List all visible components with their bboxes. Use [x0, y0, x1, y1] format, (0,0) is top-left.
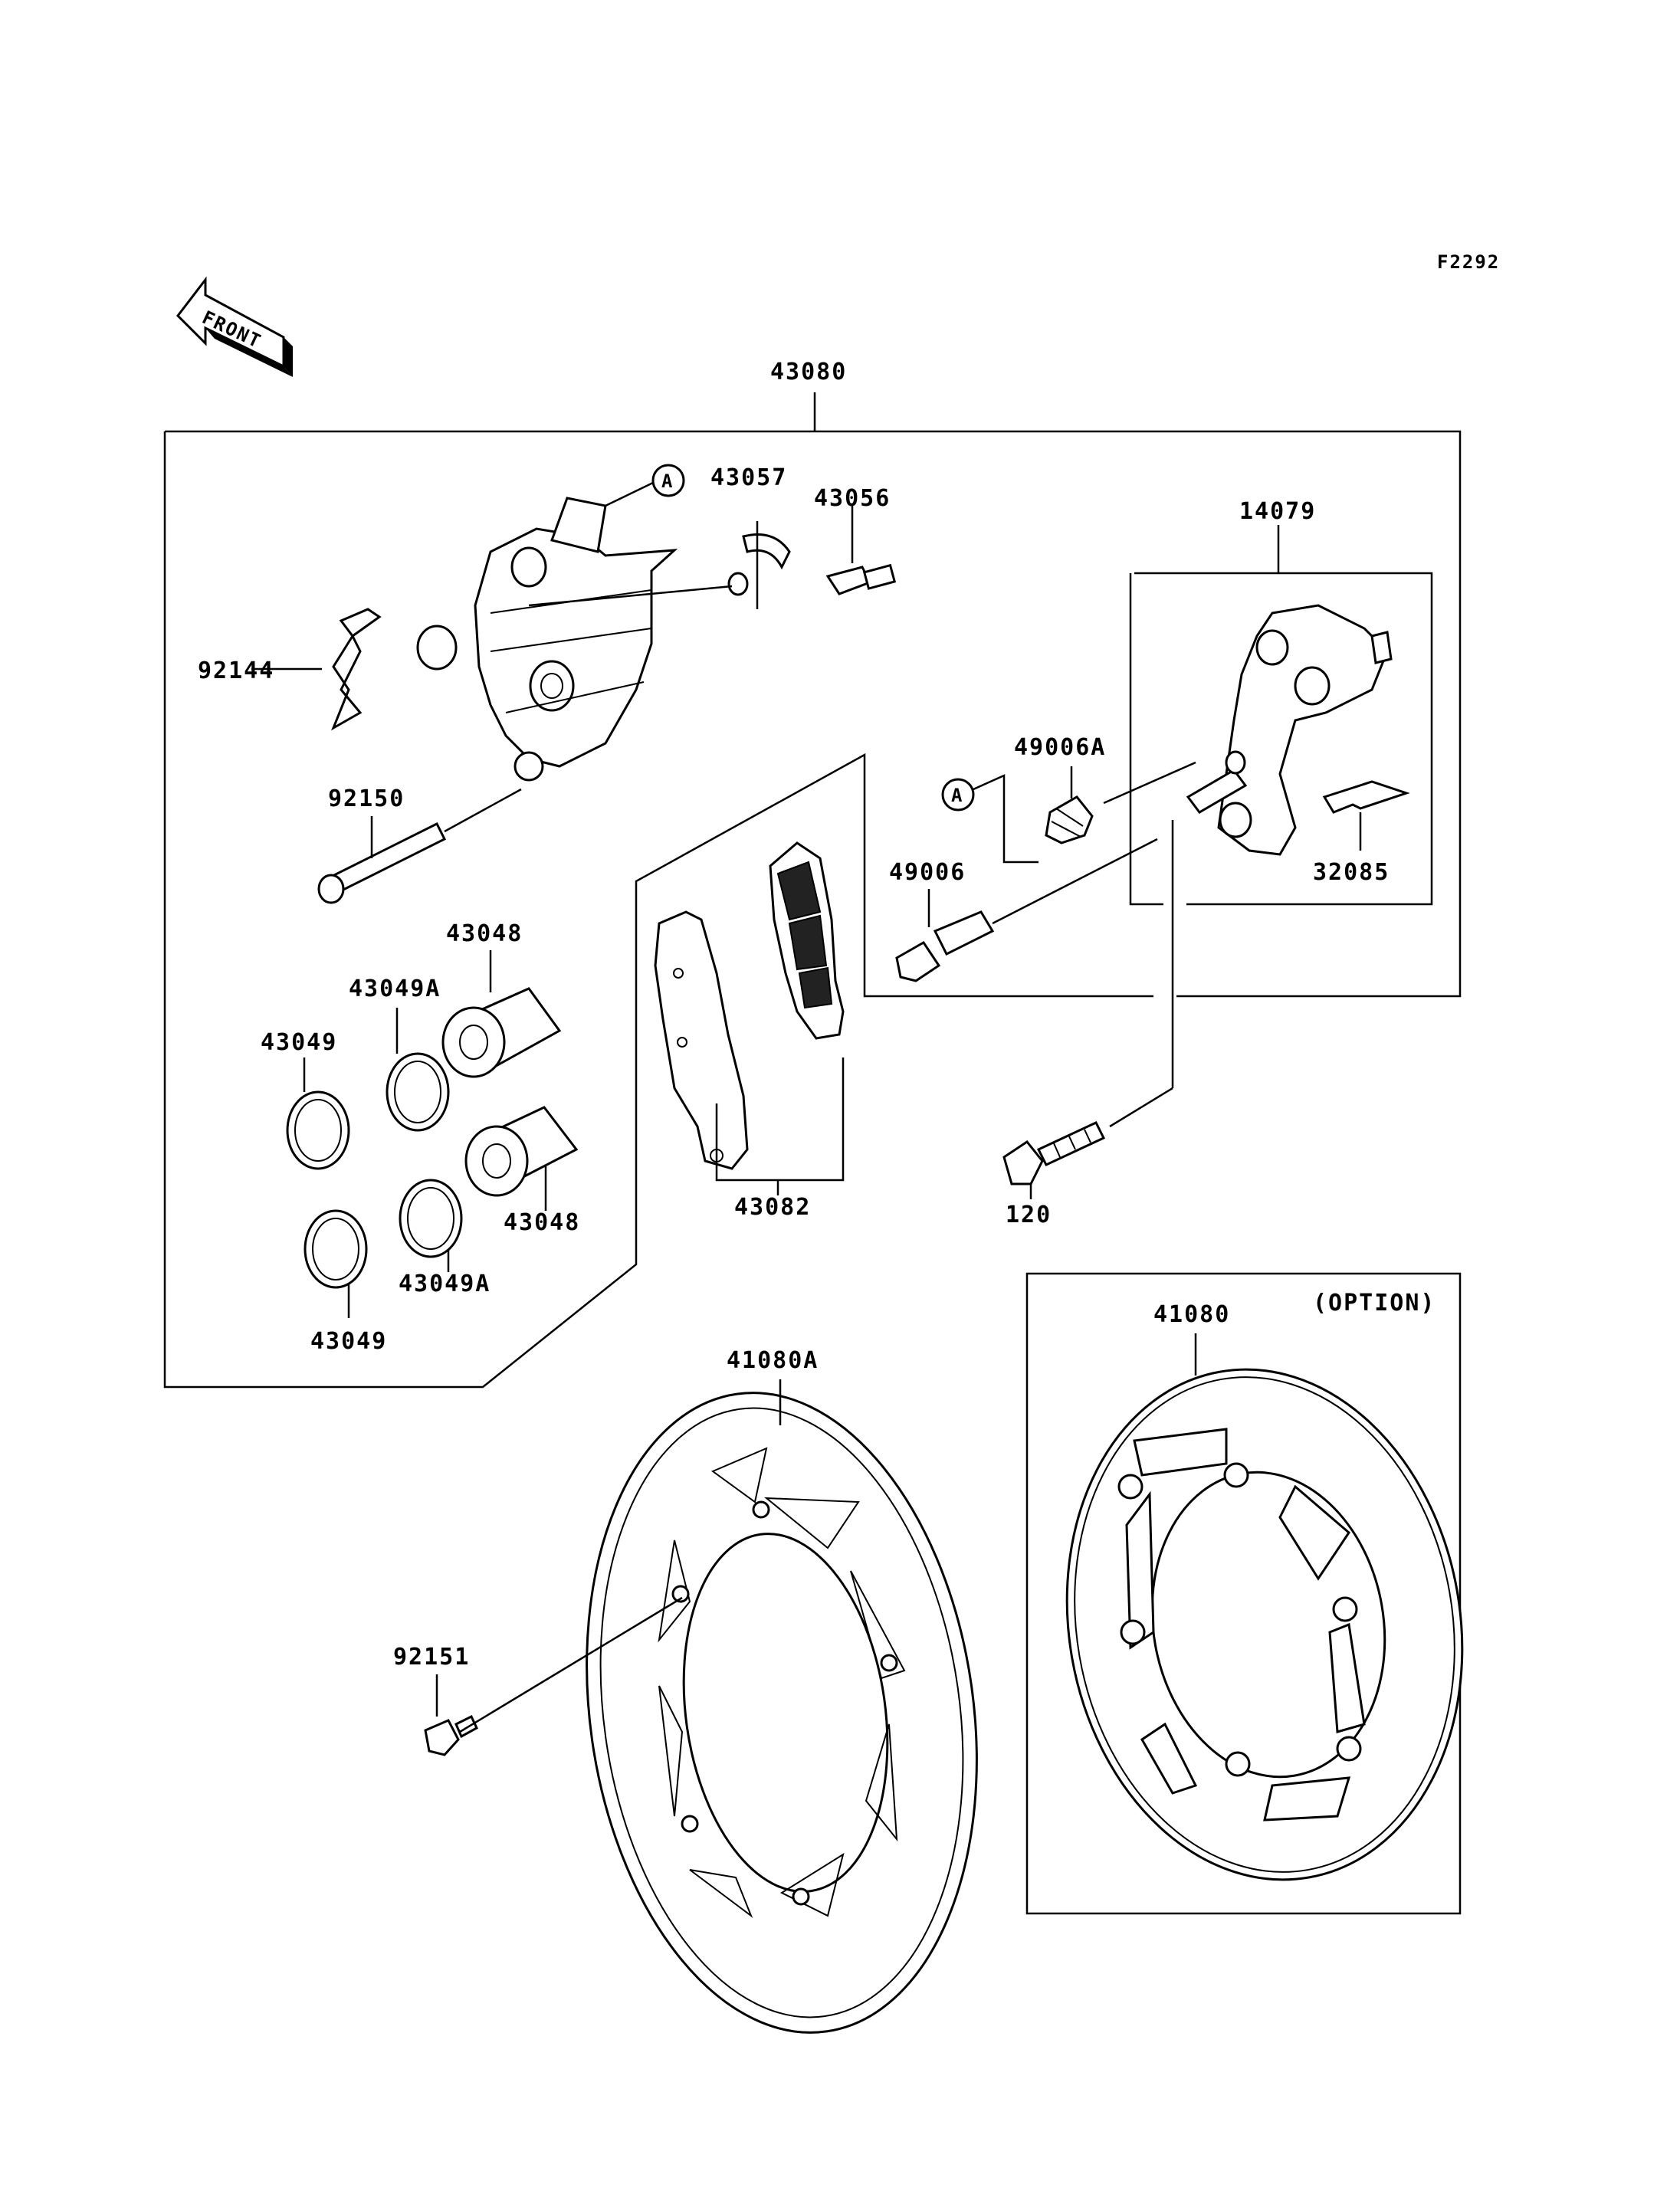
caliper-assembly-frame	[163, 392, 1462, 1389]
part-92150-pad-pin	[317, 788, 522, 904]
label-49006: 49006	[889, 859, 966, 886]
label-43080: 43080	[770, 359, 847, 385]
label-43057: 43057	[710, 464, 787, 491]
label-92151: 92151	[393, 1644, 470, 1671]
part-43082-brake-pads	[654, 841, 845, 1195]
label-41080A: 41080A	[727, 1347, 819, 1374]
label-49006A: 49006A	[1014, 734, 1106, 761]
label-32085: 32085	[1313, 859, 1390, 886]
part-43048-piston-bottom	[464, 1106, 579, 1211]
label-43049A-top: 43049A	[349, 976, 441, 1002]
part-43057-clip	[528, 521, 791, 609]
svg-text:A: A	[661, 471, 674, 492]
reference-a-marker-top: A	[605, 464, 685, 507]
option-label: (OPTION)	[1313, 1290, 1436, 1317]
label-92144: 92144	[198, 657, 274, 684]
label-43056: 43056	[814, 485, 891, 512]
part-43049A-seal-top	[386, 1008, 450, 1132]
front-arrow-icon: FRONT	[176, 276, 293, 377]
svg-text:A: A	[951, 785, 963, 806]
figure-code: F2292	[1437, 251, 1500, 273]
part-92144-pad-spring	[251, 608, 382, 731]
part-120-mounting-bolt	[1002, 820, 1174, 1199]
label-43049-bottom: 43049	[310, 1328, 387, 1355]
caliper-bracket	[1186, 604, 1393, 856]
part-49006A-boot	[1045, 761, 1196, 844]
bracket-14079-frame	[1129, 572, 1433, 906]
label-43049A-bottom: 43049A	[399, 1271, 491, 1297]
part-92151-disc-bolt	[424, 1596, 683, 1756]
part-32085-bracket-clip	[1322, 780, 1410, 851]
caliper-body	[416, 497, 678, 782]
part-41080A-brake-disc	[586, 1379, 978, 2034]
part-43049-seal-top	[286, 1058, 350, 1170]
label-120: 120	[1006, 1202, 1052, 1228]
label-14079: 14079	[1239, 498, 1316, 525]
label-43048-top: 43048	[446, 920, 523, 947]
part-43049-seal-bottom	[304, 1209, 368, 1318]
label-43048-bottom: 43048	[504, 1209, 580, 1236]
part-43056-bleeder-valve	[825, 506, 897, 595]
reference-a-marker-bracket: A	[941, 774, 1039, 864]
part-43048-piston-top	[441, 950, 562, 1078]
label-43049-top: 43049	[261, 1029, 337, 1056]
part-49006-slide-pin	[895, 838, 1158, 982]
option-frame	[1025, 1272, 1462, 1915]
label-41080: 41080	[1153, 1301, 1230, 1328]
part-43049A-seal-bottom	[399, 1179, 463, 1272]
label-43082: 43082	[734, 1194, 811, 1221]
label-92150: 92150	[328, 785, 405, 812]
part-41080-option-brake-disc	[1065, 1333, 1464, 1881]
